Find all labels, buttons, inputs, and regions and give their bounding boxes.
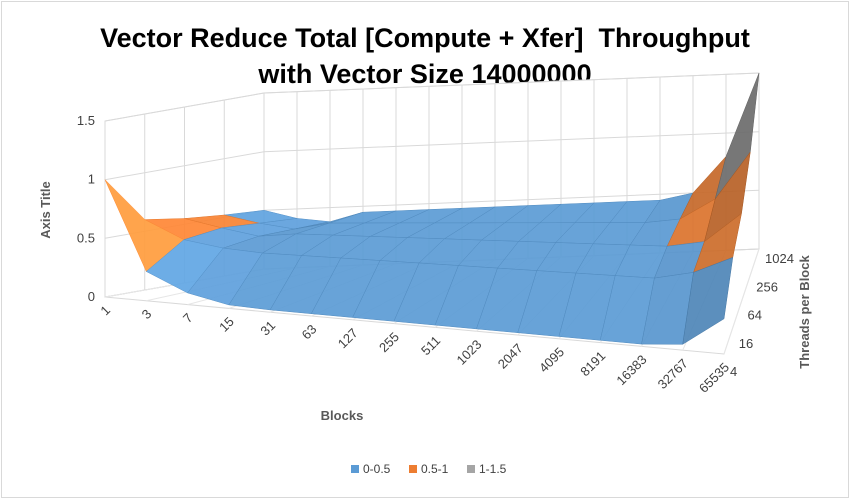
x-tick-label: 3 — [139, 306, 155, 322]
z-axis-title: Axis Title — [38, 181, 53, 239]
y-tick-label: 4 — [730, 364, 737, 379]
chart-title-line-1: Vector Reduce Total [Compute + Xfer] Thr… — [100, 23, 750, 53]
legend: 0-0.5 0.5-1 1-1.5 — [351, 462, 507, 476]
x-tick-label: 31 — [257, 318, 278, 339]
x-tick-label: 32767 — [655, 356, 691, 392]
surface — [104, 72, 760, 345]
z-tick-label: 1 — [88, 172, 95, 187]
legend-item-1-1.5[interactable]: 1-1.5 — [467, 462, 507, 476]
x-tick-label: 4095 — [536, 344, 567, 375]
legend-swatch-orange — [409, 465, 417, 473]
z-tick-label: 0.5 — [77, 230, 95, 245]
x-axis-title: Blocks — [321, 408, 364, 423]
x-tick-label: 2047 — [495, 341, 526, 372]
legend-item-0-0.5[interactable]: 0-0.5 — [351, 462, 391, 476]
legend-label: 0-0.5 — [363, 462, 391, 476]
y-axis-title: Threads per Block — [797, 255, 812, 369]
y-tick-label: 1024 — [765, 251, 794, 266]
legend-label: 1-1.5 — [479, 462, 507, 476]
x-tick-label: 127 — [335, 325, 361, 351]
y-tick-label: 64 — [748, 308, 762, 323]
y-tick-label: 256 — [756, 279, 778, 294]
x-tick-label: 8191 — [577, 348, 608, 379]
x-tick-label: 7 — [180, 310, 196, 326]
z-tick-label: 0 — [88, 289, 95, 304]
legend-swatch-blue — [351, 465, 359, 473]
surface-patch — [682, 257, 734, 345]
x-tick-label: 1023 — [453, 337, 484, 368]
x-gridline-floor — [723, 248, 760, 355]
x-tick-label: 63 — [299, 322, 320, 343]
x-tick-label: 511 — [418, 333, 443, 358]
y-tick-label: 16 — [739, 336, 753, 351]
legend-swatch-gray — [467, 465, 475, 473]
x-tick-label: 65535 — [696, 360, 732, 396]
legend-label: 0.5-1 — [421, 462, 449, 476]
legend-item-0.5-1[interactable]: 0.5-1 — [409, 462, 449, 476]
x-tick-label: 16383 — [613, 352, 649, 388]
x-tick-label: 1 — [97, 303, 113, 319]
x-tick-label: 255 — [376, 329, 402, 355]
x-tick-label: 15 — [216, 314, 237, 335]
z-tick-label: 1.5 — [77, 113, 95, 128]
